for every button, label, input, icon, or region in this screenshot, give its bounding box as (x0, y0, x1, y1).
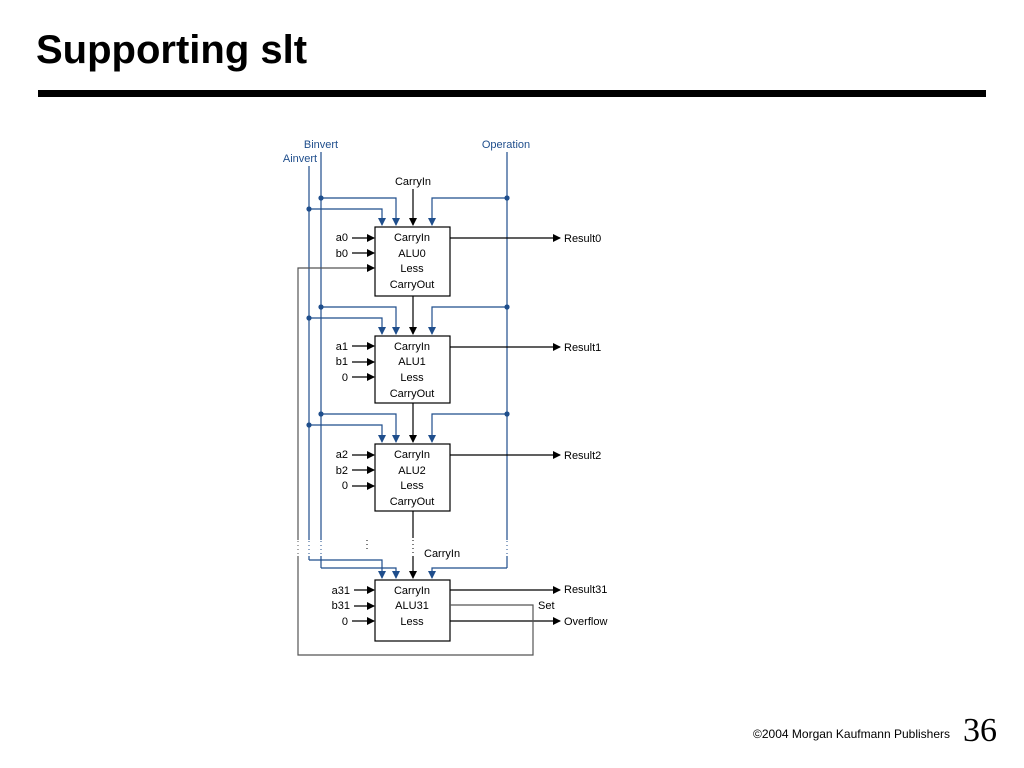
operation-label: Operation (482, 139, 530, 151)
input-less31: 0 (342, 616, 348, 628)
alu2-carryout: CarryOut (390, 496, 435, 508)
input-a31: a31 (332, 585, 350, 597)
page-title: Supporting slt (36, 28, 308, 72)
output-set: Set (538, 600, 555, 612)
alu2-name: ALU2 (398, 465, 426, 477)
output-overflow: Overflow (564, 616, 607, 628)
output-arrows (450, 234, 561, 625)
carryin-mid-label: CarryIn (424, 548, 460, 560)
set-feedback-wire (297, 264, 534, 656)
alu2-less: Less (400, 480, 424, 492)
carryin-top-label: CarryIn (395, 176, 431, 188)
input-b0: b0 (336, 248, 348, 260)
input-a0: a0 (336, 232, 348, 244)
input-b31: b31 (332, 600, 350, 612)
page-number: 36 (963, 712, 997, 749)
title-rule (38, 90, 986, 97)
input-less2: 0 (342, 480, 348, 492)
control-buses (308, 152, 508, 568)
alu0-less: Less (400, 263, 424, 275)
input-arrows (352, 234, 375, 625)
alu0-carryout: CarryOut (390, 279, 435, 291)
input-a2: a2 (336, 449, 348, 461)
alu-boxes (374, 226, 451, 642)
carry-continuation-dots (366, 540, 414, 554)
binvert-label: Binvert (304, 139, 338, 151)
copyright-footer: ©2004 Morgan Kaufmann Publishers (753, 727, 950, 741)
control-taps (309, 197, 507, 579)
alu31-name: ALU31 (395, 600, 429, 612)
alu0-carryin: CarryIn (394, 232, 430, 244)
alu1-box (374, 335, 451, 404)
alu1-carryin: CarryIn (394, 341, 430, 353)
input-a1: a1 (336, 341, 348, 353)
output-result1: Result1 (564, 342, 601, 354)
bus-continuation-dots (308, 541, 508, 555)
alu31-box (374, 579, 451, 642)
alu31-carryin: CarryIn (394, 585, 430, 597)
output-result31: Result31 (564, 584, 607, 596)
alu0-name: ALU0 (398, 248, 426, 260)
output-result2: Result2 (564, 450, 601, 462)
alu31-less: Less (400, 616, 424, 628)
input-b1: b1 (336, 356, 348, 368)
input-b2: b2 (336, 465, 348, 477)
alu2-carryin: CarryIn (394, 449, 430, 461)
ainvert-label: Ainvert (283, 153, 317, 165)
alu1-carryout: CarryOut (390, 388, 435, 400)
alu0-box (374, 226, 451, 297)
alu2-box (374, 443, 451, 512)
alu1-less: Less (400, 372, 424, 384)
alu1-name: ALU1 (398, 356, 426, 368)
input-less1: 0 (342, 372, 348, 384)
output-result0: Result0 (564, 233, 601, 245)
